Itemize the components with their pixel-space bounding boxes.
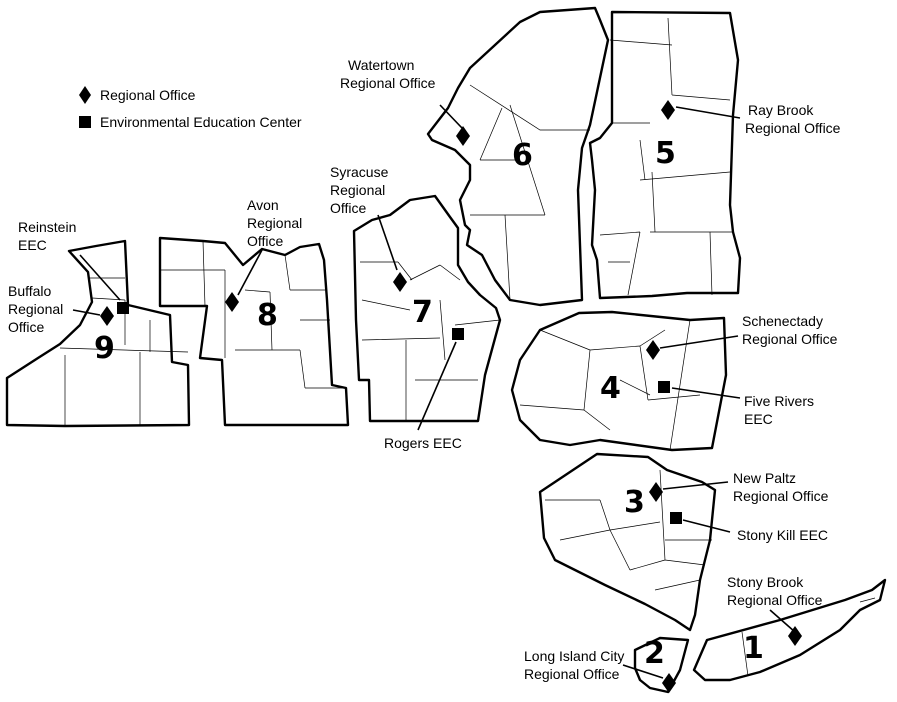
- new-paltz-office-label: New Paltz Regional Office: [733, 470, 829, 504]
- region-number-5: 5: [655, 136, 676, 171]
- syracuse-office-label: Syracuse Regional Office: [330, 164, 392, 216]
- long-island-city-office-diamond-icon: [662, 673, 676, 693]
- region-1: [692, 578, 887, 682]
- buffalo-office-label: Buffalo Regional Office: [8, 283, 67, 335]
- stony-brook-office-diamond-icon: [788, 626, 802, 646]
- region-8: [158, 236, 350, 427]
- watertown-office-diamond-icon: [456, 126, 470, 146]
- region-number-8: 8: [257, 298, 278, 333]
- legend-square-icon: [79, 116, 91, 128]
- stony-kill-eec-label: Stony Kill EEC: [737, 527, 828, 543]
- buffalo-office-diamond-icon: [100, 306, 114, 326]
- five-rivers-eec-label: Five Rivers EEC: [744, 393, 818, 427]
- syracuse-office-diamond-icon: [393, 272, 407, 292]
- avon-office-diamond-icon: [225, 292, 239, 312]
- ray-brook-office-label: Ray Brook Regional Office: [745, 102, 841, 136]
- region-9: [5, 239, 191, 428]
- long-island-city-office-label: Long Island City Regional Office: [524, 648, 628, 682]
- legend: Regional Office Environmental Education …: [79, 86, 302, 130]
- rogers-eec-label: Rogers EEC: [384, 435, 462, 451]
- region-number-7: 7: [412, 295, 433, 330]
- legend-regional-office-label: Regional Office: [100, 87, 196, 103]
- reinstein-eec-square-icon: [117, 302, 129, 314]
- region-number-9: 9: [94, 331, 115, 366]
- region-number-6: 6: [512, 138, 533, 173]
- region-6: [426, 6, 610, 307]
- leader-lines: [72, 104, 796, 679]
- office-markers: [100, 100, 802, 693]
- watertown-office-label: Watertown Regional Office: [340, 57, 436, 91]
- five-rivers-eec-square-icon: [658, 381, 670, 393]
- region-numbers: 1 2 3 4 5 6 7 8 9: [94, 136, 764, 671]
- stony-kill-eec-square-icon: [670, 512, 682, 524]
- region-2: [633, 636, 690, 694]
- legend-diamond-icon: [79, 86, 91, 104]
- avon-office-label: Avon Regional Office: [247, 197, 306, 249]
- region-number-4: 4: [600, 371, 621, 406]
- region-number-3: 3: [624, 485, 645, 520]
- legend-eec-label: Environmental Education Center: [100, 114, 302, 130]
- stony-brook-office-label: Stony Brook Regional Office: [727, 574, 823, 608]
- region-number-2: 2: [644, 636, 665, 671]
- schenectady-office-diamond-icon: [646, 340, 660, 360]
- region-5: [588, 10, 742, 300]
- office-labels: Watertown Regional Office Ray Brook Regi…: [8, 57, 841, 682]
- ray-brook-office-diamond-icon: [661, 100, 675, 120]
- region-number-1: 1: [743, 631, 764, 666]
- region-3: [538, 452, 717, 632]
- rogers-eec-square-icon: [452, 328, 464, 340]
- reinstein-eec-label: Reinstein EEC: [18, 219, 80, 253]
- new-paltz-office-diamond-icon: [649, 482, 663, 502]
- schenectady-office-label: Schenectady Regional Office: [742, 313, 838, 347]
